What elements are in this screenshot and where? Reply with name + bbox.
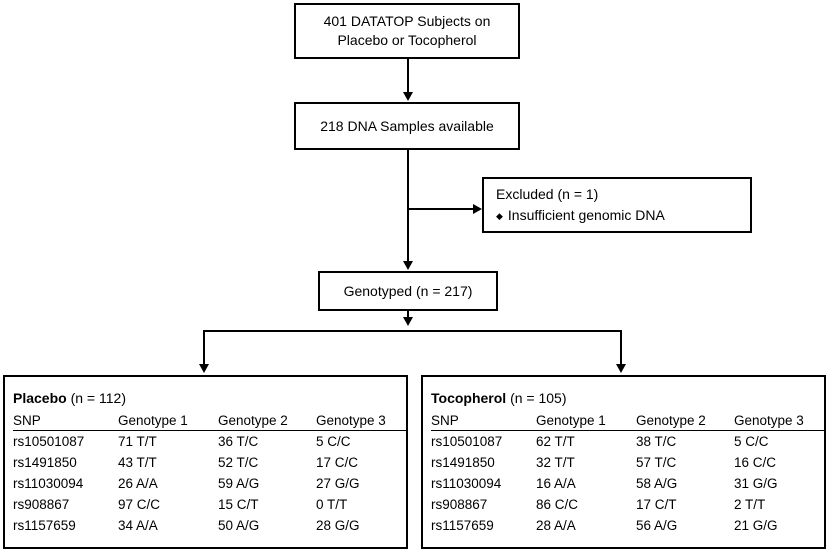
group-count: (n = 112)	[70, 390, 126, 406]
table-cell: 62 T/T	[536, 434, 575, 449]
connector-line	[203, 330, 622, 332]
table-cell: 57 T/C	[636, 455, 677, 470]
connector-line	[407, 59, 409, 92]
table-row: rs1491850 43 T/T 52 T/C 17 C/C	[13, 452, 406, 473]
table-cell: 50 A/G	[218, 518, 260, 533]
table-header-row: SNP Genotype 1 Genotype 2 Genotype 3	[431, 411, 824, 431]
table-cell: 86 C/C	[536, 497, 579, 512]
table-cell: 17 C/T	[636, 497, 677, 512]
column-header: Genotype 2	[636, 411, 734, 431]
table-header-row: SNP Genotype 1 Genotype 2 Genotype 3	[13, 411, 406, 431]
table-row: rs10501087 71 T/T 36 T/C 5 C/C	[13, 431, 406, 453]
dna-samples-text: 218 DNA Samples available	[320, 117, 494, 134]
table-cell: rs1157659	[431, 518, 494, 533]
connector-line	[407, 150, 409, 261]
subjects-text: 401 DATATOP Subjects on Placebo or Tocop…	[323, 13, 491, 48]
arrow-down-icon	[199, 364, 209, 373]
genotype-table: SNP Genotype 1 Genotype 2 Genotype 3 rs1…	[13, 411, 406, 536]
table-cell: 34 A/A	[118, 518, 158, 533]
connector-line	[620, 330, 622, 365]
table-cell: rs11030094	[431, 476, 502, 491]
table-cell: 15 C/T	[218, 497, 259, 512]
table-row: rs11030094 16 A/A 58 A/G 31 G/G	[431, 473, 824, 494]
connector-line	[409, 208, 473, 210]
arrow-down-icon	[403, 92, 413, 101]
table-cell: rs908867	[13, 497, 70, 512]
table-cell: 16 A/A	[536, 476, 576, 491]
table-cell: 21 G/G	[734, 518, 778, 533]
table-cell: 28 G/G	[316, 518, 360, 533]
table-row: rs11030094 26 A/A 59 A/G 27 G/G	[13, 473, 406, 494]
table-cell: rs1157659	[13, 518, 76, 533]
table-cell: rs1491850	[431, 455, 495, 470]
table-cell: rs908867	[431, 497, 488, 512]
group-title: Tocopherol (n = 105)	[431, 389, 567, 408]
excluded-reason-item: ◆ Insufficient genomic DNA	[496, 206, 665, 226]
arrow-right-icon	[473, 204, 482, 214]
table-cell: 59 A/G	[218, 476, 260, 491]
column-header: Genotype 1	[118, 411, 218, 431]
table-cell: 16 C/C	[734, 455, 777, 470]
table-cell: 71 T/T	[118, 434, 157, 449]
table-cell: 17 C/C	[316, 455, 359, 470]
subjects-box: 401 DATATOP Subjects on Placebo or Tocop…	[294, 3, 520, 59]
group-title: Placebo (n = 112)	[13, 389, 126, 408]
table-cell: 43 T/T	[118, 455, 157, 470]
table-cell: rs11030094	[13, 476, 84, 491]
column-header: SNP	[431, 411, 536, 431]
table-cell: 32 T/T	[536, 455, 575, 470]
genotyped-box: Genotyped (n = 217)	[318, 271, 498, 311]
table-cell: 5 C/C	[316, 434, 351, 449]
table-cell: rs10501087	[13, 434, 85, 449]
excluded-reason: Insufficient genomic DNA	[507, 207, 665, 223]
table-cell: 2 T/T	[734, 497, 766, 512]
excluded-box: Excluded (n = 1) ◆ Insufficient genomic D…	[482, 177, 752, 233]
connector-line	[203, 330, 205, 365]
table-cell: 56 A/G	[636, 518, 678, 533]
table-cell: rs10501087	[431, 434, 503, 449]
table-cell: 28 A/A	[536, 518, 576, 533]
column-header: Genotype 2	[218, 411, 316, 431]
table-row: rs908867 97 C/C 15 C/T 0 T/T	[13, 494, 406, 515]
table-cell: rs1491850	[13, 455, 77, 470]
table-cell: 31 G/G	[734, 476, 778, 491]
table-cell: 26 A/A	[118, 476, 158, 491]
table-cell: 58 A/G	[636, 476, 678, 491]
table-cell: 5 C/C	[734, 434, 769, 449]
genotype-table: SNP Genotype 1 Genotype 2 Genotype 3 rs1…	[431, 411, 824, 536]
placebo-group-box: Placebo (n = 112) SNP Genotype 1 Genotyp…	[3, 375, 408, 549]
diamond-bullet-icon: ◆	[496, 211, 503, 221]
column-header: SNP	[13, 411, 118, 431]
genotyped-text: Genotyped (n = 217)	[343, 282, 473, 299]
group-name: Tocopherol	[431, 390, 507, 406]
group-name: Placebo	[13, 390, 67, 406]
table-cell: 27 G/G	[316, 476, 360, 491]
table-row: rs1157659 34 A/A 50 A/G 28 G/G	[13, 515, 406, 536]
column-header: Genotype 3	[316, 411, 406, 431]
arrow-down-icon	[403, 317, 413, 326]
column-header: Genotype 1	[536, 411, 636, 431]
column-header: Genotype 3	[734, 411, 824, 431]
excluded-title: Excluded (n = 1)	[496, 186, 599, 202]
table-cell: 0 T/T	[316, 497, 348, 512]
table-row: rs908867 86 C/C 17 C/T 2 T/T	[431, 494, 824, 515]
table-row: rs1157659 28 A/A 56 A/G 21 G/G	[431, 515, 824, 536]
table-cell: 36 T/C	[218, 434, 259, 449]
table-cell: 97 C/C	[118, 497, 161, 512]
arrow-down-icon	[616, 364, 626, 373]
table-row: rs1491850 32 T/T 57 T/C 16 C/C	[431, 452, 824, 473]
table-row: rs10501087 62 T/T 38 T/C 5 C/C	[431, 431, 824, 453]
group-count: (n = 105)	[510, 390, 567, 406]
dna-samples-box: 218 DNA Samples available	[294, 102, 520, 150]
table-cell: 38 T/C	[636, 434, 677, 449]
table-cell: 52 T/C	[218, 455, 259, 470]
arrow-down-icon	[403, 261, 413, 270]
tocopherol-group-box: Tocopherol (n = 105) SNP Genotype 1 Geno…	[421, 375, 826, 549]
